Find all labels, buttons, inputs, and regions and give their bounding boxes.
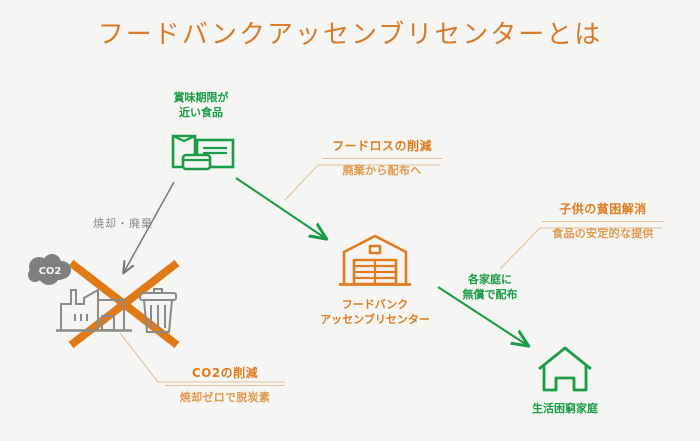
callout-co2-headline: CO2の削減 bbox=[191, 366, 259, 380]
incineration-label: 焼却・廃棄 bbox=[93, 217, 153, 230]
node-source-food: 賞味期限が 近い食品 bbox=[146, 90, 256, 176]
page-title: フードバンクアッセンブリセンターとは bbox=[97, 20, 603, 50]
trash-can-icon bbox=[137, 283, 179, 335]
node-incineration: 焼却・廃棄 bbox=[48, 215, 198, 231]
arrow-food-to-bank bbox=[235, 177, 325, 238]
co2-cloud-icon: CO2 bbox=[24, 253, 76, 287]
callout-food-loss-headline: フードロスの削減 bbox=[331, 139, 432, 153]
callout-food-loss-subtext: 廃棄から配布へ bbox=[342, 164, 422, 177]
callout-child-poverty-subtext: 食品の安定的な提供 bbox=[552, 227, 654, 240]
arrow-label-to-household: 各家庭に 無償で配布 bbox=[462, 273, 518, 301]
co2-badge-text: CO2 bbox=[39, 266, 62, 277]
callout-rule bbox=[322, 158, 442, 159]
node-food-bank: フードバンク アッセンブリセンター bbox=[300, 232, 450, 327]
factory-icon bbox=[55, 278, 133, 338]
callout-child-poverty: 子供の貧困解消 食品の安定的な提供 bbox=[542, 201, 664, 241]
callout-co2-subtext: 焼却ゼロで脱炭素 bbox=[179, 391, 271, 404]
callout-co2: CO2の削減 焼却ゼロで脱炭素 bbox=[165, 365, 285, 405]
callout-food-loss: フードロスの削減 廃棄から配布へ bbox=[322, 138, 442, 178]
canned-food-icon bbox=[146, 126, 256, 176]
source-food-label: 賞味期限が 近い食品 bbox=[173, 91, 229, 119]
callout-child-poverty-headline: 子供の貧困解消 bbox=[559, 202, 647, 216]
callout-rule bbox=[165, 385, 285, 386]
warehouse-icon bbox=[300, 232, 450, 290]
house-icon bbox=[510, 345, 620, 395]
household-label: 生活困窮家庭 bbox=[532, 402, 598, 415]
callout-rule bbox=[542, 221, 664, 222]
node-household: 生活困窮家庭 bbox=[510, 345, 620, 416]
food-bank-label: フードバンク アッセンブリセンター bbox=[320, 298, 430, 326]
